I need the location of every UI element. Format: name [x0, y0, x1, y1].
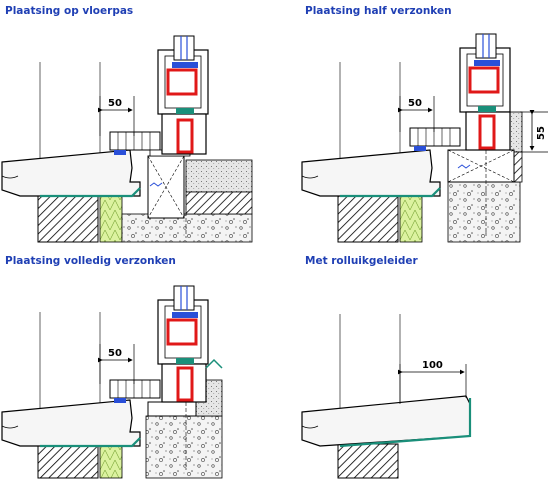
steel-reinforcement: [468, 66, 500, 94]
lower-frame: [161, 363, 207, 403]
title-op-vloerpas: Plaatsing op vloerpas: [5, 5, 134, 17]
insulation: [399, 193, 423, 243]
concrete-floor: [447, 181, 521, 243]
steel-reinforcement: [176, 118, 194, 154]
window-sill: [1, 149, 141, 197]
window-frame: [157, 299, 209, 365]
threshold-profile: [409, 127, 461, 147]
panel-volledig-verzonken: 50: [1, 285, 223, 479]
floor-hatch: [185, 191, 253, 215]
concrete-floor: [145, 415, 223, 479]
window-sill: [1, 399, 141, 447]
sill-drip: [1, 175, 19, 179]
concrete-floor: [121, 213, 253, 243]
floor-screed: [185, 159, 253, 193]
insulation: [99, 443, 123, 479]
seal: [114, 150, 126, 155]
dimension-label: 100: [422, 360, 443, 371]
window-frame: [459, 47, 511, 113]
title-half-verzonken: Plaatsing half verzonken: [305, 5, 452, 17]
sill-edge: [40, 187, 141, 198]
brick-wall: [337, 443, 399, 479]
steel-reinforcement: [166, 318, 198, 346]
sill-edge: [339, 398, 472, 448]
fixing-symbol: [149, 182, 163, 187]
threshold-profile: [109, 131, 161, 151]
dimension-label: 50: [408, 98, 422, 109]
steel-reinforcement: [166, 68, 198, 96]
block-cross: [147, 155, 185, 219]
title-volledig-verzonken: Plaatsing volledig verzonken: [5, 255, 176, 267]
lower-frame: [465, 111, 511, 151]
sill-edge: [40, 437, 141, 448]
glazing: [173, 35, 195, 61]
glazing: [475, 33, 497, 59]
brick-wall: [337, 193, 399, 243]
steel-reinforcement: [176, 366, 194, 402]
brick-wall: [37, 193, 99, 243]
seal: [172, 62, 198, 68]
panel-op-vloerpas: 50: [1, 35, 253, 243]
window-sill: [301, 149, 441, 197]
title-rolluikgeleider: Met rolluikgeleider: [305, 255, 418, 267]
support-block: [147, 401, 197, 417]
steel-reinforcement: [478, 114, 496, 150]
brick-wall: [37, 443, 99, 479]
glazing: [173, 285, 195, 311]
gasket: [176, 108, 194, 114]
panel-half-verzonken: 50 55: [301, 33, 548, 243]
dimension-label: 50: [108, 348, 122, 359]
insulation: [99, 193, 123, 243]
dimension-label: 50: [108, 98, 122, 109]
dimension-label-vertical: 55: [536, 126, 547, 140]
window-frame: [157, 49, 209, 115]
panel-rolluikgeleider: 100: [301, 314, 472, 479]
threshold-profile: [109, 379, 161, 399]
sill-edge: [340, 187, 441, 198]
